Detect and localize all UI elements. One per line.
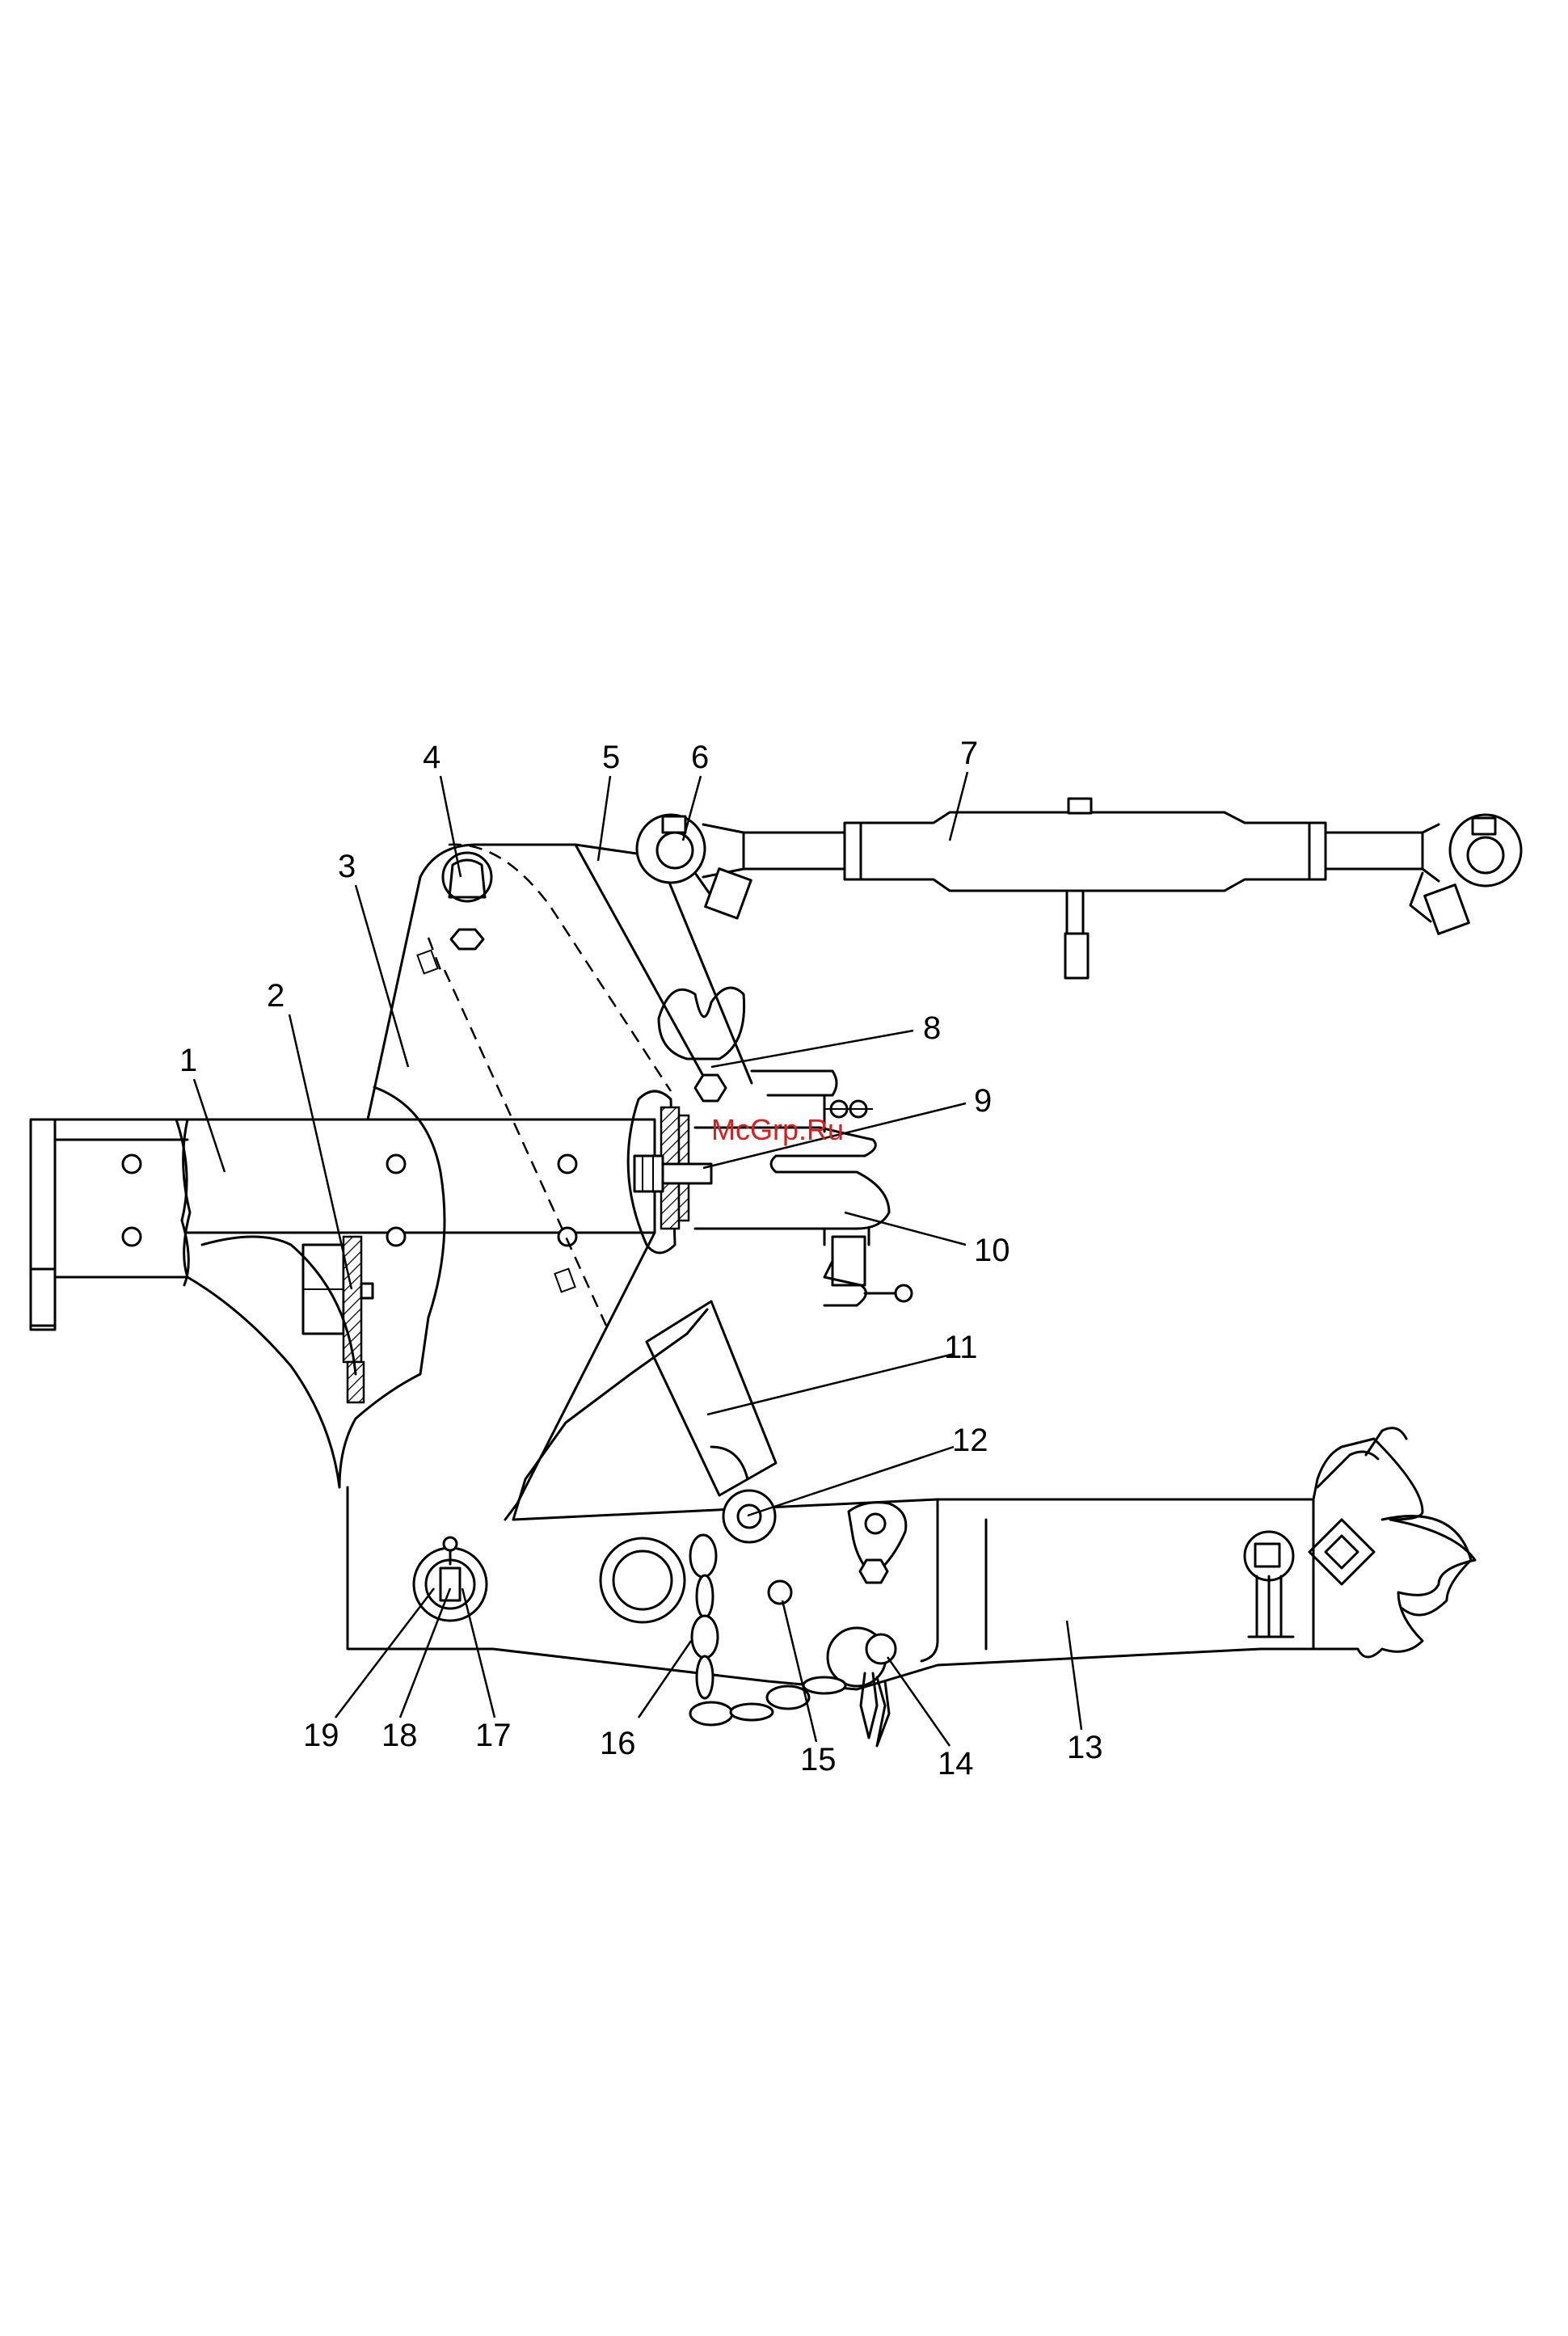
callout-17: 17	[475, 1718, 512, 1753]
safety-chain	[690, 1535, 845, 1725]
lift-rod	[647, 1301, 776, 1495]
callout-2: 2	[267, 978, 285, 1014]
callout-1: 1	[179, 1043, 197, 1078]
callout-6: 6	[691, 740, 709, 775]
pivot-pin	[414, 1537, 487, 1621]
top-link	[637, 799, 1521, 978]
callout-16: 16	[600, 1726, 636, 1761]
callout-12: 12	[952, 1423, 988, 1458]
callout-10: 10	[974, 1233, 1010, 1268]
hitch-jaw	[695, 1071, 912, 1305]
callout-7: 7	[960, 736, 978, 771]
callout-13: 13	[1067, 1730, 1103, 1765]
mounting-bracket	[303, 1237, 373, 1402]
callout-18: 18	[381, 1718, 418, 1753]
callout-9: 9	[974, 1083, 992, 1119]
callout-11: 11	[944, 1330, 978, 1365]
callout-19: 19	[303, 1718, 339, 1753]
lower-drawbar	[348, 1428, 1475, 1689]
callout-8: 8	[923, 1010, 941, 1046]
callout-3: 3	[338, 849, 356, 884]
callout-15: 15	[800, 1742, 837, 1777]
callout-5: 5	[602, 740, 620, 775]
callout-4: 4	[423, 740, 440, 775]
watermark: McGrp.Ru	[711, 1113, 844, 1146]
callout-14: 14	[938, 1746, 974, 1782]
